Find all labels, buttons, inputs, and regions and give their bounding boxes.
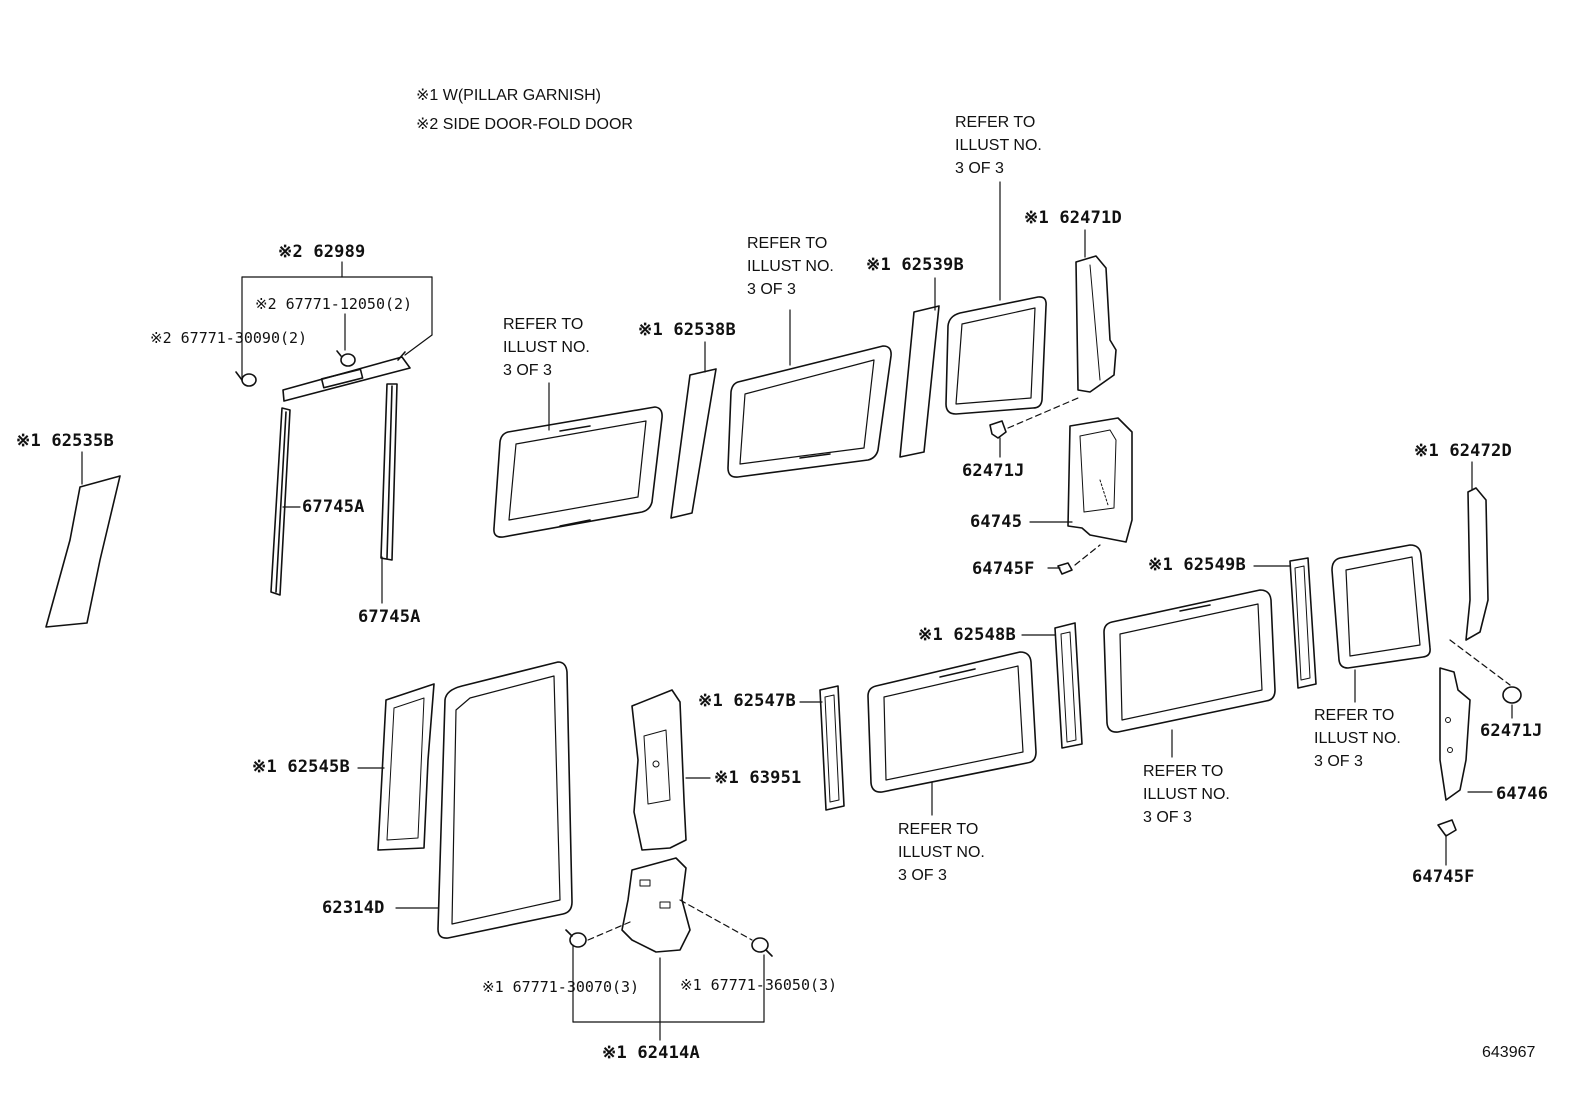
label-62471J-upper[interactable]: 62471J: [962, 461, 1025, 481]
window-frame-3-shape: [945, 296, 1047, 415]
clip-64745F-upper-icon: [1057, 562, 1073, 575]
label-62538B[interactable]: ※1 62538B: [638, 320, 736, 340]
part-62539B-shape: [899, 305, 940, 458]
part-64746-shape: [1439, 667, 1471, 801]
clip-62471J-lower-icon: [1502, 686, 1522, 704]
part-62471D-shape: [1075, 255, 1117, 393]
part-64745-shape: [1067, 417, 1133, 543]
leader-lines: [81, 181, 1513, 1041]
part-62548B-shape: [1054, 622, 1083, 749]
clip-67771-30070-icon: [565, 929, 587, 948]
clip-64745F-lower-icon: [1437, 819, 1457, 837]
part-67745A-left-shape: [270, 407, 291, 596]
refer-note-1: REFER TO ILLUST NO. 3 OF 3: [955, 114, 1042, 177]
label-67771-30070[interactable]: ※1 67771-30070(3): [482, 978, 640, 996]
refer-note-3: REFER TO ILLUST NO. 3 OF 3: [503, 316, 590, 379]
window-frame-1-shape: [493, 406, 663, 538]
clip-62471J-upper-icon: [989, 420, 1007, 439]
label-67771-30090[interactable]: ※2 67771-30090(2): [150, 329, 308, 347]
label-62549B[interactable]: ※1 62549B: [1148, 555, 1246, 575]
label-62472D[interactable]: ※1 62472D: [1414, 441, 1512, 461]
label-67745A-left[interactable]: 67745A: [302, 497, 365, 517]
note-2: ※2 SIDE DOOR-FOLD DOOR: [416, 116, 633, 133]
part-62314D-shape: [437, 661, 573, 939]
label-62471D[interactable]: ※1 62471D: [1024, 208, 1122, 228]
part-62545B-shape: [377, 683, 435, 851]
refer-note-2: REFER TO ILLUST NO. 3 OF 3: [747, 235, 834, 298]
note-1: ※1 W(PILLAR GARNISH): [416, 87, 601, 104]
part-62535B-shape: [45, 475, 121, 628]
label-62414A[interactable]: ※1 62414A: [602, 1043, 700, 1063]
label-62548B[interactable]: ※1 62548B: [918, 625, 1016, 645]
label-64745F-upper[interactable]: 64745F: [972, 559, 1035, 579]
label-62314D[interactable]: 62314D: [322, 898, 385, 918]
label-63951[interactable]: ※1 63951: [714, 768, 802, 788]
part-62547B-shape: [819, 685, 845, 811]
label-62547B[interactable]: ※1 62547B: [698, 691, 796, 711]
refer-note-4: REFER TO ILLUST NO. 3 OF 3: [1314, 707, 1401, 770]
part-62472D-shape: [1465, 487, 1489, 641]
label-64745F-lower[interactable]: 64745F: [1412, 867, 1475, 887]
window-frame-5-shape: [1103, 589, 1276, 733]
window-frame-6-shape: [867, 651, 1037, 793]
part-62538B-shape: [670, 368, 717, 519]
window-frame-2-shape: [727, 345, 892, 478]
label-62535B[interactable]: ※1 62535B: [16, 431, 114, 451]
label-67771-36050[interactable]: ※1 67771-36050(3): [680, 976, 838, 994]
part-62549B-shape: [1289, 557, 1317, 689]
label-62471J-lower[interactable]: 62471J: [1480, 721, 1543, 741]
clip-67771-30090-icon: [235, 371, 257, 387]
label-64745[interactable]: 64745: [970, 512, 1023, 532]
label-62545B[interactable]: ※1 62545B: [252, 757, 350, 777]
clip-67771-36050-icon: [751, 937, 773, 957]
label-67745A-right[interactable]: 67745A: [358, 607, 421, 627]
part-63951-shape: [631, 689, 687, 851]
window-frame-4-shape: [1331, 544, 1431, 669]
refer-note-5: REFER TO ILLUST NO. 3 OF 3: [1143, 763, 1230, 826]
part-62414A-shape: [621, 857, 691, 953]
clip-67771-12050-icon: [336, 350, 356, 367]
refer-note-6: REFER TO ILLUST NO. 3 OF 3: [898, 821, 985, 884]
part-67745A-right-shape: [380, 383, 398, 561]
part-62989-shape: [282, 351, 411, 402]
label-62989[interactable]: ※2 62989: [278, 242, 366, 262]
label-62539B[interactable]: ※1 62539B: [866, 255, 964, 275]
diagram-code: 643967: [1482, 1044, 1536, 1061]
label-64746[interactable]: 64746: [1496, 784, 1549, 804]
label-67771-12050[interactable]: ※2 67771-12050(2): [255, 295, 413, 313]
